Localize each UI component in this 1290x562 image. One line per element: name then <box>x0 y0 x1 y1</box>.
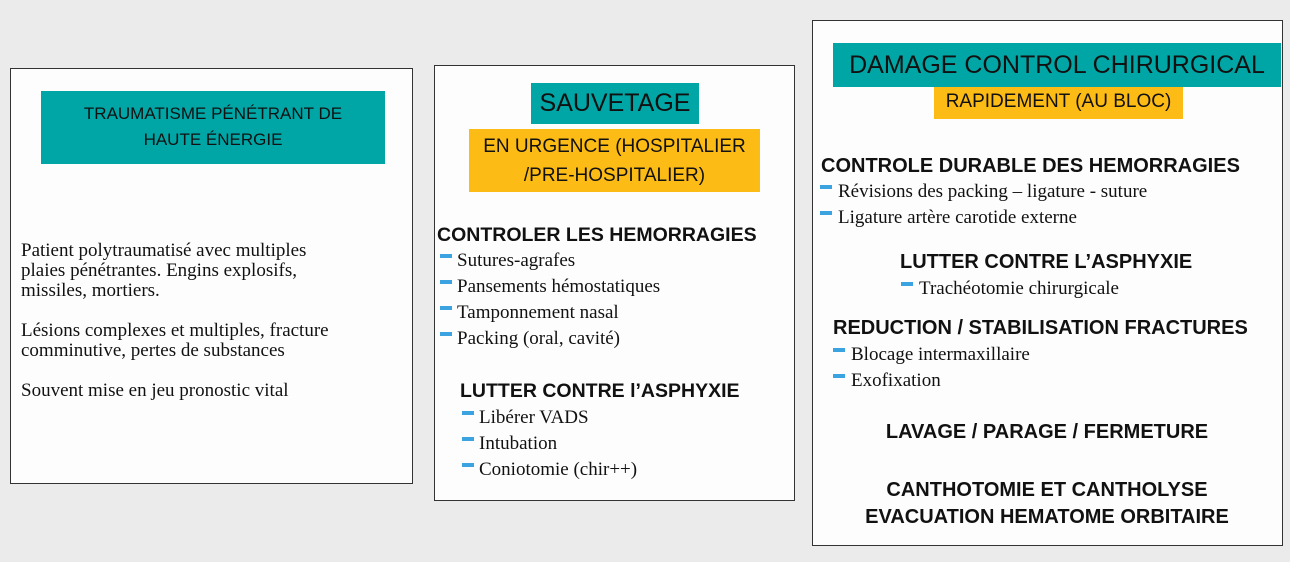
panel3-heading-canthotomie: CANTHOTOMIE ET CANTHOLYSE EVACUATION HEM… <box>865 479 1229 528</box>
panel3-title-box: DAMAGE CONTROL CHIRURGICAL <box>833 43 1281 87</box>
panel2-item: Libérer VADS <box>479 407 589 428</box>
bullet-dash-icon <box>833 374 845 378</box>
panel2-heading-hemorragies: CONTROLER LES HEMORRAGIES <box>437 224 757 246</box>
panel3-heading-hemorragies: CONTROLE DURABLE DES HEMORRAGIES <box>821 155 1240 177</box>
panel1-title-line1: TRAUMATISME PÉNÉTRANT DE <box>83 104 343 123</box>
panel3-subtitle-box: RAPIDEMENT (AU BLOC) <box>934 87 1183 119</box>
panel2-item: Sutures-agrafes <box>457 250 576 271</box>
panel1-title-line2: HAUTE ÉNERGIE <box>143 130 283 149</box>
panel2-heading-asphyxie: LUTTER CONTRE l’ASPHYXIE <box>460 380 740 402</box>
panel2-item: Pansements hémostatiques <box>457 276 661 297</box>
panel3-heading-lavage: LAVAGE / PARAGE / FERMETURE <box>885 421 1209 443</box>
bullet-dash-icon <box>820 211 832 215</box>
panel3-item: Trachéotomie chirurgicale <box>919 278 1119 299</box>
panel-traumatisme: TRAUMATISME PÉNÉTRANT DE HAUTE ÉNERGIE P… <box>10 68 413 484</box>
bullet-dash-icon <box>820 185 832 189</box>
panel2-title-box: SAUVETAGE <box>531 83 699 124</box>
bullet-dash-icon <box>440 306 452 310</box>
panel2-subtitle-box: EN URGENCE (HOSPITALIER /PRE-HOSPITALIER… <box>469 129 760 192</box>
bullet-dash-icon <box>440 280 452 284</box>
panel3-item: Blocage intermaxillaire <box>851 344 1030 365</box>
panel-sauvetage: SAUVETAGE EN URGENCE (HOSPITALIER /PRE-H… <box>434 65 795 501</box>
panel3-heading-fractures: REDUCTION / STABILISATION FRACTURES <box>833 317 1248 339</box>
bullet-dash-icon <box>462 411 474 415</box>
panel1-title-box: TRAUMATISME PÉNÉTRANT DE HAUTE ÉNERGIE <box>41 91 385 164</box>
bullet-dash-icon <box>440 254 452 258</box>
panel3-item: Exofixation <box>851 370 941 391</box>
bullet-dash-icon <box>833 348 845 352</box>
panel3-item: Révisions des packing – ligature - sutur… <box>838 181 1148 202</box>
bullet-dash-icon <box>462 437 474 441</box>
panel2-item: Packing (oral, cavité) <box>457 328 621 349</box>
panel1-paragraph-3: Souvent mise en jeu pronostic vital <box>21 380 289 401</box>
panel1-paragraph-2: Lésions complexes et multiples, fracture… <box>21 320 329 361</box>
panel3-heading-asphyxie: LUTTER CONTRE L’ASPHYXIE <box>900 251 1193 273</box>
panel1-paragraph-1: Patient polytraumatisé avec multiples pl… <box>21 240 307 301</box>
bullet-dash-icon <box>440 332 452 336</box>
bullet-dash-icon <box>901 282 913 286</box>
panel-damage-control: DAMAGE CONTROL CHIRURGICAL RAPIDEMENT (A… <box>812 20 1283 546</box>
panel3-item: Ligature artère carotide externe <box>838 207 1077 228</box>
panel2-item: Coniotomie (chir++) <box>479 459 638 480</box>
panel2-item: Intubation <box>479 433 558 454</box>
panel2-item: Tamponnement nasal <box>457 302 619 323</box>
bullet-dash-icon <box>462 463 474 467</box>
